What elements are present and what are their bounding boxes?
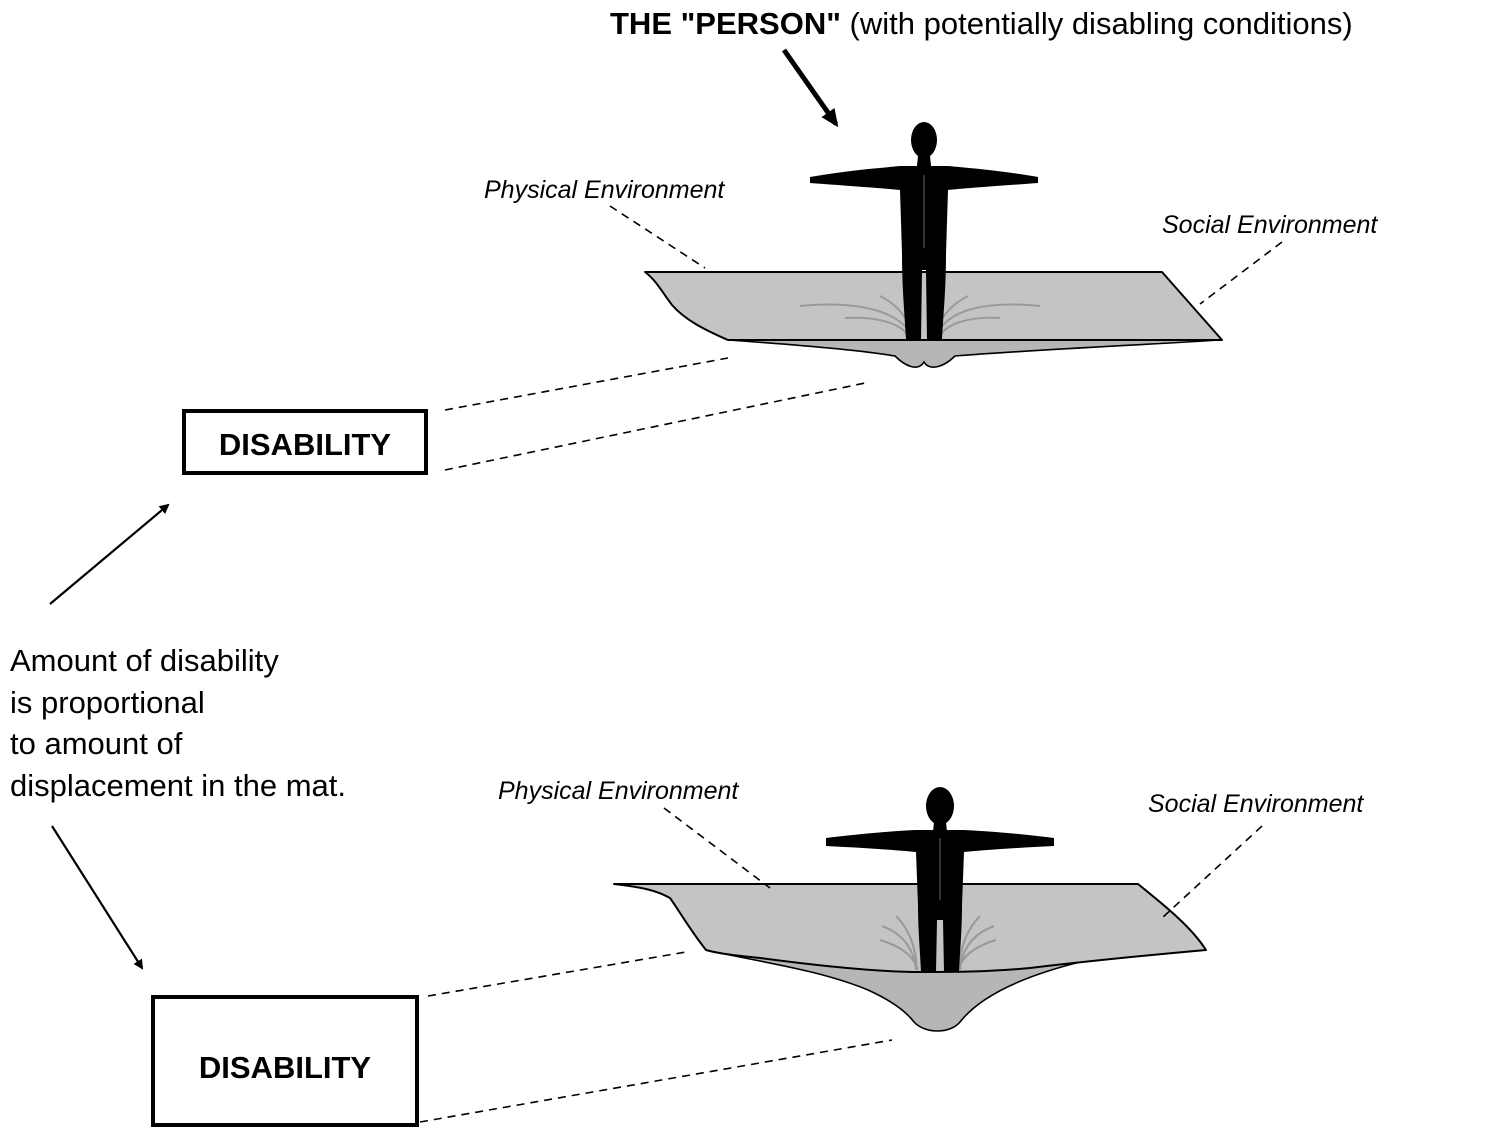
top-mat-bulge (727, 339, 1221, 368)
bottom-disability-label: DISABILITY (199, 1050, 372, 1085)
bottom-mat-ripples (879, 915, 997, 971)
caption-line-2: is proportional (10, 685, 205, 720)
bottom-social-leader (1161, 825, 1263, 919)
bottom-panel: Physical Environment Social Environment … (151, 777, 1364, 1127)
bottom-social-environment-label: Social Environment (1148, 790, 1364, 818)
caption-line-4: displacement in the mat. (10, 768, 346, 803)
title-rest: (with potentially disabling conditions) (841, 6, 1353, 41)
caption-arrow-down (51, 825, 144, 970)
top-disability-label: DISABILITY (219, 427, 392, 462)
bottom-projection-lower (419, 1039, 893, 1123)
bottom-mat (613, 883, 1207, 973)
bottom-disability-box (151, 995, 419, 1127)
bottom-physical-environment-label: Physical Environment (498, 777, 739, 805)
top-disability-box (182, 409, 428, 475)
bottom-person-figure (826, 787, 1054, 972)
top-physical-environment-label: Physical Environment (484, 176, 725, 204)
caption-line-1: Amount of disability (10, 643, 279, 678)
title-label: THE "PERSON" (with potentially disabling… (610, 6, 1353, 41)
top-physical-leader (609, 205, 706, 269)
title-strong: THE "PERSON" (610, 6, 841, 41)
caption-text: Amount of disability is proportional to … (10, 643, 346, 803)
top-panel: Physical Environment Social Environment … (182, 122, 1378, 475)
bottom-projection-upper (427, 951, 687, 997)
top-projection-lower (444, 381, 871, 471)
bottom-physical-leader (663, 807, 771, 889)
top-projection-upper (444, 357, 729, 411)
caption-line-3: to amount of (10, 726, 183, 761)
top-social-leader (1199, 241, 1283, 305)
top-person-figure (810, 122, 1038, 340)
person-pointer-arrow (781, 48, 839, 128)
top-social-environment-label: Social Environment (1162, 211, 1378, 239)
caption-arrow-up (49, 503, 170, 605)
